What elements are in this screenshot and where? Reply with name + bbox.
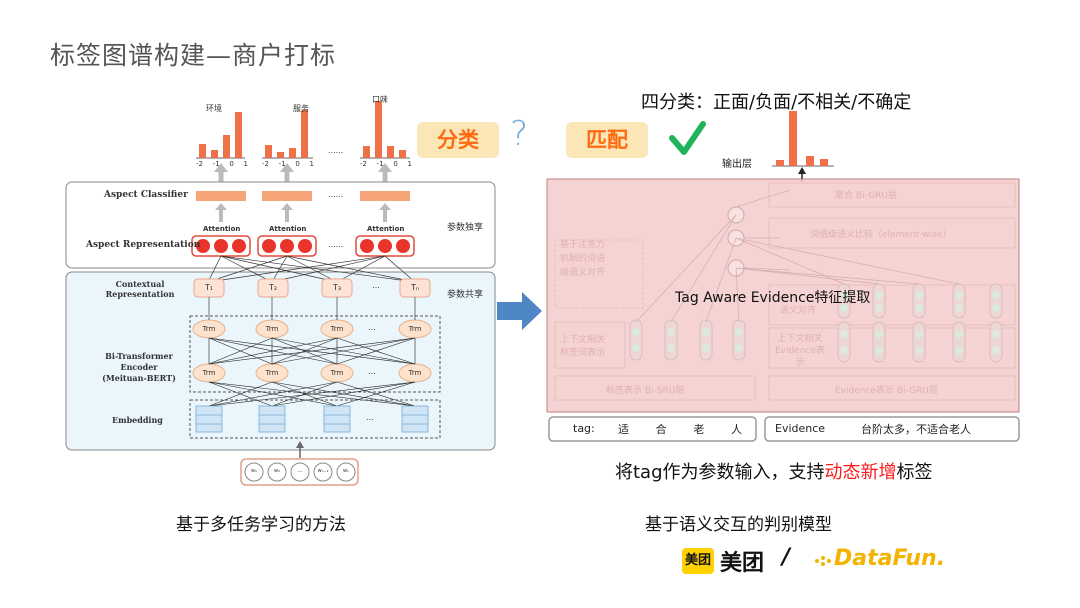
bar-label-1: 环境 — [206, 104, 222, 113]
bar-label-3: 口味 — [372, 95, 388, 104]
t-token-ellipsis: ... — [372, 281, 380, 290]
faded-sem-align: 语义对齐 — [780, 306, 817, 316]
faded-context-tag: 上下文相关标签词表示 — [560, 335, 606, 358]
bar-label-2: 服务 — [293, 104, 309, 113]
tag-input-label: tag: — [573, 422, 595, 435]
param-private-label: 参数独享 — [447, 223, 484, 233]
ellipsis-attention: ...... — [328, 240, 344, 249]
trm-3b: Trm — [330, 369, 344, 377]
input-dots: ... — [297, 467, 303, 474]
trm-1a: Trm — [202, 325, 216, 333]
classify-badge: 分类 — [417, 122, 499, 158]
question-icon: ? — [510, 114, 529, 154]
logo-slash: / — [782, 545, 791, 570]
t-token-2: T₂ — [268, 283, 278, 292]
trm-2a: Trm — [265, 325, 279, 333]
embedding-label: Embedding — [112, 415, 163, 425]
attention-label-1: Attention — [203, 225, 241, 233]
input-wn: wₙ — [342, 468, 350, 474]
faded-word-compare: 词语级语义比较（element-wise） — [810, 230, 952, 240]
input-wn-1: wₙ₋₁ — [317, 468, 329, 474]
overlay-title: Tag Aware Evidence特征提取 — [675, 290, 871, 306]
aspect-rep-groups — [191, 235, 415, 257]
datafun-logo: DataFun. — [834, 546, 946, 571]
trm-4a: Trm — [408, 325, 422, 333]
trm-2b: Trm — [265, 369, 279, 377]
right-caption: 将tag作为参数输入，支持动态新增标签 — [615, 462, 933, 483]
input-w1: w₁ — [250, 468, 258, 474]
t-token-n: Tₙ — [410, 283, 420, 292]
faded-evidence-bigru: Evidence表示 Bi-GRU层 — [835, 386, 938, 396]
aspect-classifier-label: Aspect Classifier — [104, 190, 188, 200]
trm-1b: Trm — [202, 369, 216, 377]
t-token-3: T₃ — [332, 283, 342, 292]
param-shared-label: 参数共享 — [447, 290, 484, 300]
aspect-representation-label: Aspect Representation — [86, 240, 201, 250]
embedding-blocks — [195, 405, 429, 433]
trm-3a: Trm — [330, 325, 344, 333]
ellipsis-bars: ...... — [328, 146, 344, 155]
t-token-1: T₁ — [204, 283, 214, 292]
faded-aggregate: 聚合 Bi-GRU层 — [835, 191, 897, 201]
ellipsis-classifier: ...... — [328, 190, 344, 199]
trm-ellipsis-a: ... — [368, 323, 376, 332]
trm-4b: Trm — [408, 369, 422, 377]
trm-nodes — [192, 319, 432, 383]
attention-label-3: Attention — [367, 225, 405, 233]
input-w2: w₂ — [273, 468, 281, 474]
output-layer-label: 输出层 — [722, 159, 752, 170]
right-caption-2: 基于语义交互的判别模型 — [645, 515, 832, 535]
output-bar-chart — [772, 111, 834, 182]
meituan-logo-icon: 美团 — [682, 548, 714, 574]
four-class-label: 四分类：正面/负面/不相关/不确定 — [641, 92, 912, 113]
evidence-input-label: Evidence — [775, 422, 826, 435]
meituan-logo-text: 美团 — [720, 551, 765, 576]
dynamic-add-highlight: 动态新增 — [824, 462, 897, 483]
faded-attention-align: 基于注意力机制的词语级语义对齐 — [560, 240, 606, 278]
evidence-input-text: 台阶太多，不适合老人 — [861, 423, 971, 436]
faded-tag-bisru: 标签表示 Bi-SRU层 — [606, 386, 685, 396]
embedding-ellipsis: ... — [366, 413, 374, 422]
slide-title: 标签图谱构建—商户打标 — [50, 41, 337, 70]
blue-arrow — [497, 292, 542, 330]
check-icon — [669, 121, 706, 155]
bar-chart-taste — [360, 101, 410, 159]
trm-ellipsis-b: ... — [368, 367, 376, 376]
attention-label-2: Attention — [269, 225, 307, 233]
bar-chart-service — [262, 110, 313, 159]
match-badge: 匹配 — [566, 122, 648, 158]
bar-chart-environment — [196, 112, 245, 159]
left-caption: 基于多任务学习的方法 — [176, 515, 346, 535]
faded-network — [546, 178, 1020, 413]
tag-input-chars: 适合老人 — [618, 423, 742, 436]
datafun-dots — [815, 556, 831, 566]
